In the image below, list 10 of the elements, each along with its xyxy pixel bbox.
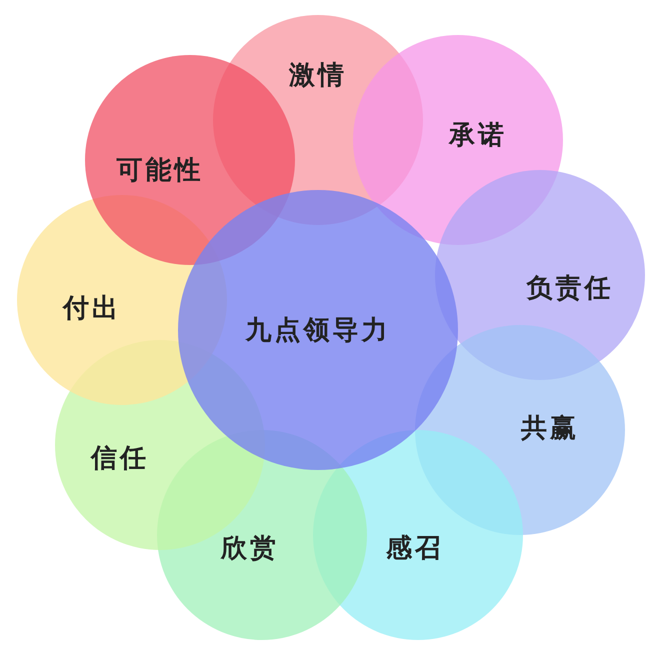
circle-label: 九点领导力 [246, 314, 390, 348]
circle-label: 负责任 [526, 272, 614, 306]
circle-label: 付出 [63, 292, 121, 326]
circle-label: 信任 [91, 442, 149, 476]
circle-label: 欣赏 [221, 532, 279, 566]
circle-label: 感召 [386, 532, 444, 566]
circle-label: 承诺 [449, 120, 507, 152]
circle-label: 激情 [289, 60, 347, 92]
circle-label: 可能性 [116, 154, 204, 188]
circle-label: 共赢 [521, 412, 579, 446]
